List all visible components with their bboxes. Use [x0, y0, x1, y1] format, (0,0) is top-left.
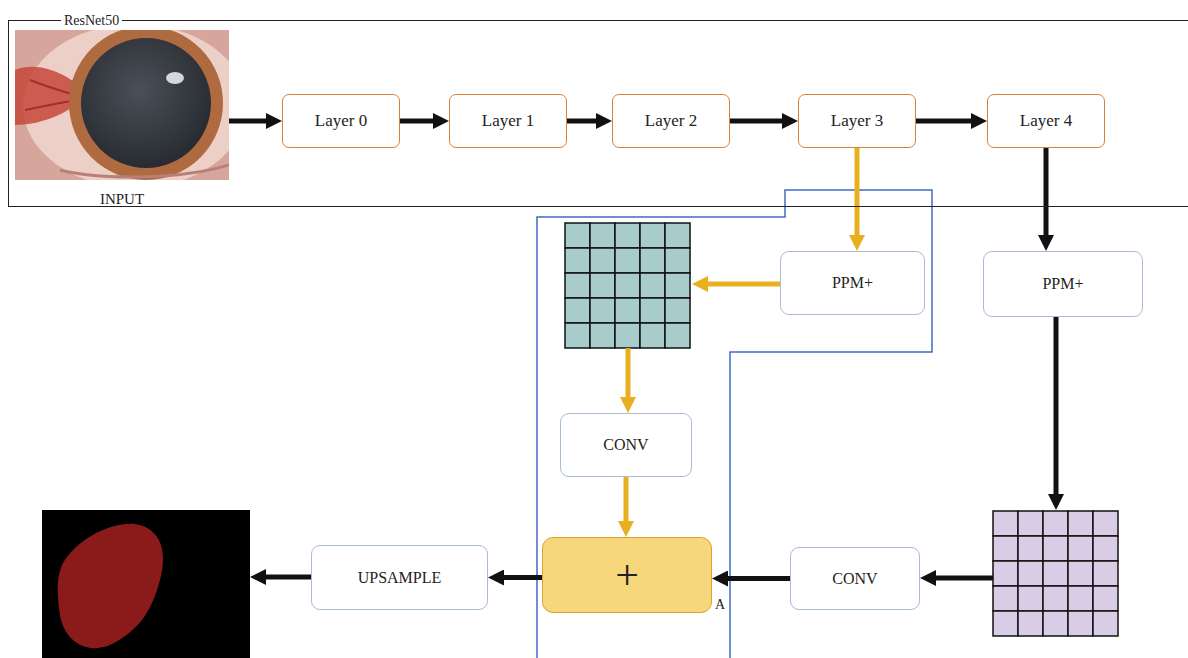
grid-cell	[640, 298, 665, 323]
flow-arrow	[567, 119, 604, 124]
grid-cell	[665, 298, 690, 323]
conv-box: CONV	[790, 547, 920, 610]
flow-arrow	[700, 282, 780, 287]
grid-cell	[1068, 611, 1093, 636]
grid-cell	[1018, 586, 1043, 611]
grid-cell	[640, 273, 665, 298]
layer-box: Layer 4	[987, 94, 1105, 148]
flow-arrow	[400, 119, 441, 124]
grid-cell	[640, 248, 665, 273]
box-label: Layer 0	[315, 111, 367, 131]
flow-arrow	[496, 575, 542, 580]
grid-cell	[1018, 536, 1043, 561]
flow-arrow	[928, 576, 993, 581]
flow-arrow	[730, 119, 790, 124]
grid-cell	[1043, 586, 1068, 611]
flow-arrow	[1044, 148, 1049, 243]
flow-arrow	[624, 477, 629, 529]
box-label: Layer 4	[1020, 111, 1072, 131]
grid-cell	[993, 511, 1018, 536]
grid-cell	[615, 273, 640, 298]
module-outline	[537, 190, 932, 658]
grid-cell	[1093, 586, 1118, 611]
input-image: INPUT	[15, 30, 229, 208]
flow-arrow	[229, 119, 274, 124]
sum-box: +	[542, 537, 712, 613]
grid-cell	[665, 323, 690, 348]
grid-cell	[1093, 511, 1118, 536]
backbone-frame: ResNet50INPUTLayer 0Layer 1Layer 2Layer …	[8, 20, 1188, 207]
upsample-box: UPSAMPLE	[311, 545, 488, 610]
feature-grid	[565, 223, 690, 348]
grid-cell	[615, 323, 640, 348]
conv-box: CONV	[560, 413, 692, 477]
layer-box: Layer 0	[282, 94, 400, 148]
layer-box: Layer 1	[449, 94, 567, 148]
grid-cell	[590, 323, 615, 348]
grid-cell	[665, 273, 690, 298]
frame-heading: ResNet50	[61, 12, 122, 30]
flow-arrow	[855, 148, 860, 243]
box-label: CONV	[603, 436, 648, 454]
grid-cell	[640, 323, 665, 348]
grid-cell	[565, 298, 590, 323]
feature-grid	[993, 511, 1118, 636]
grid-cell	[993, 586, 1018, 611]
callout-letter: A	[715, 597, 725, 613]
grid-cell	[565, 273, 590, 298]
box-label: Layer 3	[831, 111, 883, 131]
image-caption: INPUT	[100, 190, 144, 208]
grid-cell	[1043, 611, 1068, 636]
flow-arrow	[258, 575, 311, 580]
grid-cell	[1018, 611, 1043, 636]
grid-cell	[1068, 561, 1093, 586]
grid-cell	[993, 611, 1018, 636]
flow-arrow	[626, 348, 631, 405]
grid-cell	[565, 223, 590, 248]
output-mask	[42, 510, 250, 658]
grid-cell	[1043, 511, 1068, 536]
grid-cell	[1018, 511, 1043, 536]
grid-cell	[590, 273, 615, 298]
grid-cell	[615, 298, 640, 323]
grid-cell	[590, 298, 615, 323]
grid-cell	[665, 223, 690, 248]
grid-cell	[1093, 536, 1118, 561]
grid-cell	[565, 248, 590, 273]
grid-cell	[590, 223, 615, 248]
box-label: PPM+	[832, 274, 873, 292]
ppm-box: PPM+	[983, 251, 1143, 317]
ppm-box: PPM+	[780, 251, 925, 315]
box-label: UPSAMPLE	[358, 569, 442, 587]
grid-cell	[1093, 561, 1118, 586]
grid-cell	[1043, 561, 1068, 586]
grid-cell	[640, 223, 665, 248]
layer-box: Layer 3	[798, 94, 916, 148]
grid-cell	[1018, 561, 1043, 586]
grid-cell	[1068, 536, 1093, 561]
grid-cell	[590, 248, 615, 273]
grid-cell	[1093, 611, 1118, 636]
grid-cell	[665, 248, 690, 273]
grid-cell	[1068, 511, 1093, 536]
box-label: Layer 1	[482, 111, 534, 131]
grid-cell	[993, 536, 1018, 561]
grid-cell	[615, 248, 640, 273]
grid-cell	[565, 323, 590, 348]
operator-symbol: +	[615, 554, 639, 596]
flow-arrow	[720, 576, 790, 581]
box-label: CONV	[832, 570, 877, 588]
flow-arrow	[1054, 317, 1059, 502]
layer-box: Layer 2	[612, 94, 730, 148]
eye-photo	[15, 30, 229, 180]
grid-cell	[993, 561, 1018, 586]
grid-cell	[1043, 536, 1068, 561]
grid-cell	[615, 223, 640, 248]
grid-cell	[1068, 586, 1093, 611]
flow-arrow	[916, 119, 979, 124]
box-label: PPM+	[1042, 275, 1083, 293]
box-label: Layer 2	[645, 111, 697, 131]
